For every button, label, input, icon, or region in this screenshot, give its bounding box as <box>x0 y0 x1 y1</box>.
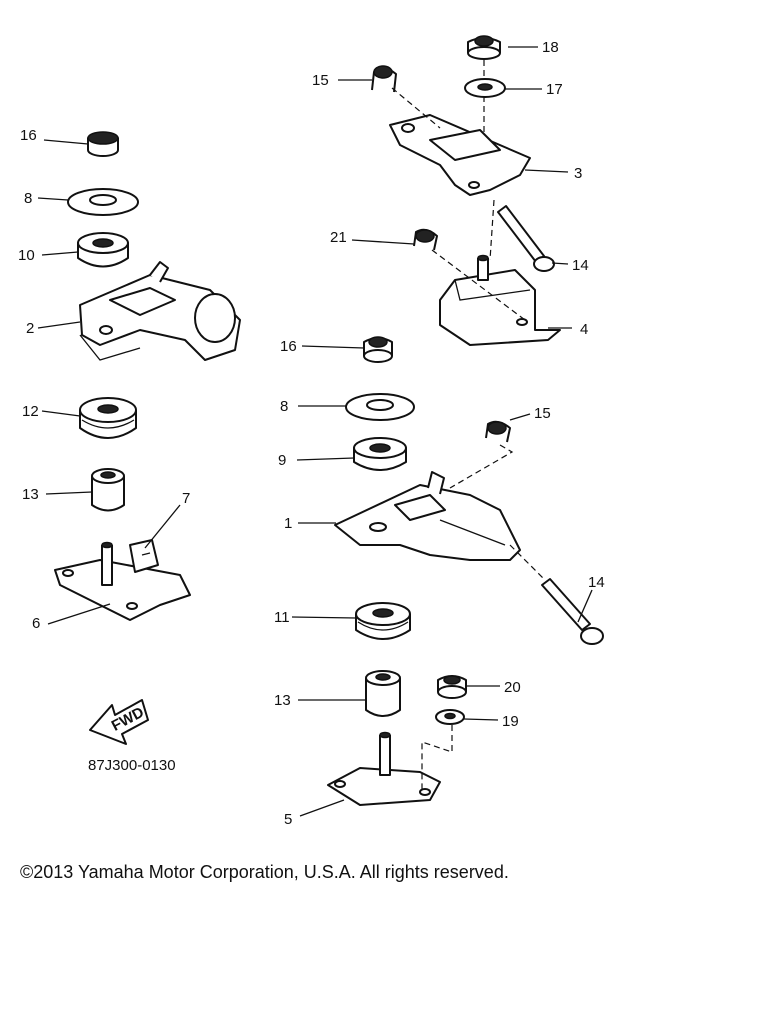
part-9-bushing[interactable] <box>353 437 407 471</box>
part-7-clip[interactable] <box>129 539 159 573</box>
part-10-left-bushing[interactable] <box>77 232 129 268</box>
part-20-nut[interactable] <box>437 675 467 699</box>
callout-15-right: 15 <box>534 405 551 422</box>
part-14-lower-bolt[interactable] <box>541 578 604 645</box>
callout-14-lower: 14 <box>588 574 605 591</box>
part-13-right-collar[interactable] <box>365 670 401 717</box>
callout-6: 6 <box>32 615 40 632</box>
part-3-bracket[interactable] <box>389 114 531 196</box>
callout-8-right: 8 <box>280 398 288 415</box>
part-15-top-nut[interactable] <box>371 65 397 93</box>
copyright-notice: ©2013 Yamaha Motor Corporation, U.S.A. A… <box>20 862 509 882</box>
callout-15-top: 15 <box>312 72 329 89</box>
part-13-left-collar[interactable] <box>91 468 125 512</box>
part-12-rubber-mount[interactable] <box>79 397 137 439</box>
callout-8-left: 8 <box>24 190 32 207</box>
callout-1: 1 <box>284 515 292 532</box>
callout-19: 19 <box>502 713 519 730</box>
callout-3: 3 <box>574 165 582 182</box>
callout-21: 21 <box>330 229 347 246</box>
callout-16-right: 16 <box>280 338 297 355</box>
part-6-plate[interactable] <box>54 541 191 621</box>
callout-2: 2 <box>26 320 34 337</box>
part-16-left-nut[interactable] <box>87 131 119 157</box>
part-21-nut[interactable] <box>413 228 438 251</box>
part-18-nut[interactable] <box>467 35 501 60</box>
callout-13-right: 13 <box>274 692 291 709</box>
part-16-right-nut[interactable] <box>363 336 393 363</box>
callout-11: 11 <box>274 609 290 626</box>
callout-13-left: 13 <box>22 486 39 503</box>
callout-14-top: 14 <box>572 257 589 274</box>
part-8-left-washer[interactable] <box>67 188 139 216</box>
part-5-plate[interactable] <box>327 731 441 806</box>
part-1-bracket[interactable] <box>334 471 521 561</box>
callout-5: 5 <box>284 811 292 828</box>
part-8-right-washer[interactable] <box>345 393 415 421</box>
part-11-rubber-mount[interactable] <box>355 602 411 640</box>
drawing-number: 87J300-0130 <box>88 757 176 774</box>
part-19-washer[interactable] <box>435 709 465 725</box>
callout-9: 9 <box>278 452 286 469</box>
callout-10: 10 <box>18 247 35 264</box>
callout-17: 17 <box>546 81 563 98</box>
part-15-right-nut[interactable] <box>485 420 511 443</box>
callout-7: 7 <box>182 490 190 507</box>
callout-18: 18 <box>542 39 559 56</box>
callout-16-left: 16 <box>20 127 37 144</box>
fwd-arrow: FWD <box>89 699 149 745</box>
callout-4: 4 <box>580 321 588 338</box>
callout-12: 12 <box>22 403 39 420</box>
part-17-washer[interactable] <box>464 78 506 98</box>
part-14-top-bolt[interactable] <box>497 205 555 272</box>
part-2-bracket[interactable] <box>79 261 241 361</box>
callout-20: 20 <box>504 679 521 696</box>
part-4-engine-mount[interactable] <box>439 254 561 346</box>
